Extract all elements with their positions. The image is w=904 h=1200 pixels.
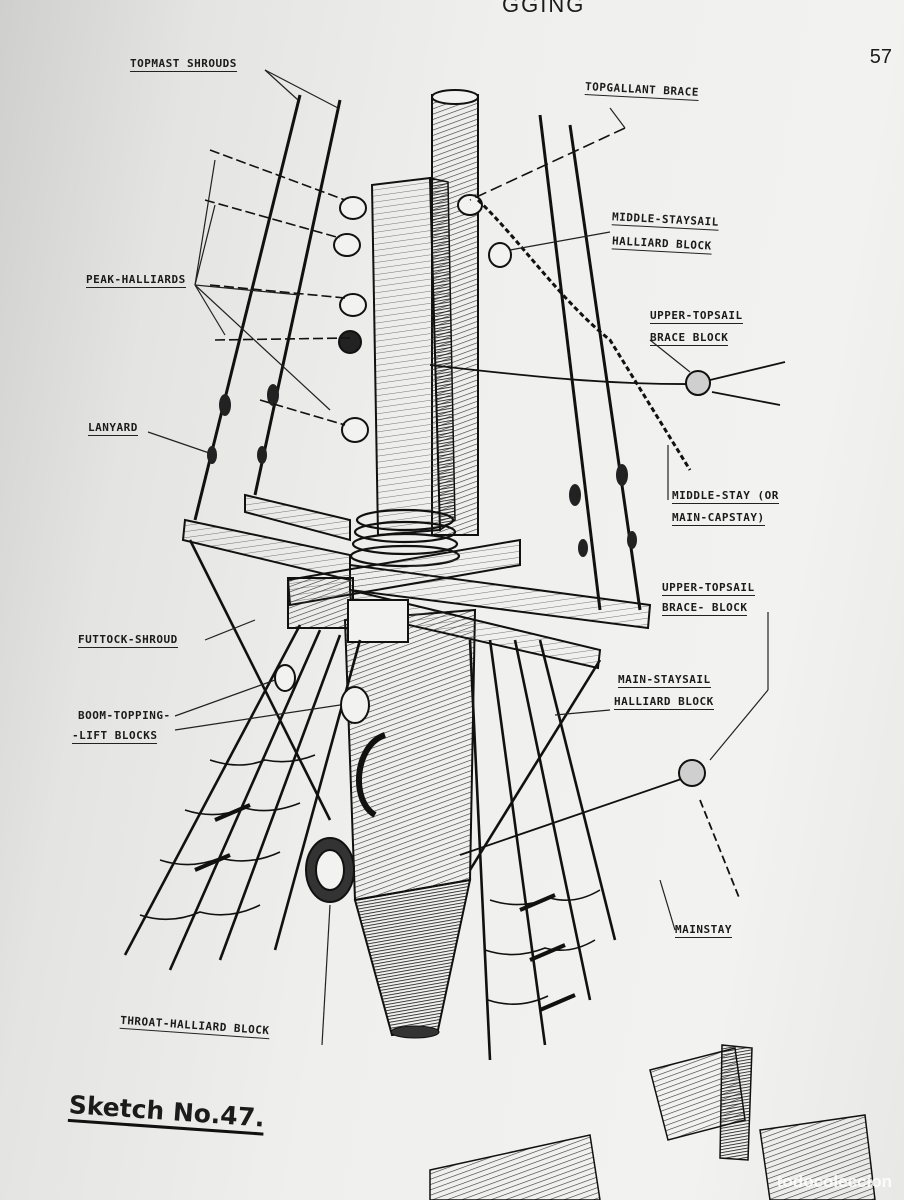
- peak-halliard-blocks: [333, 194, 512, 443]
- label-middle-stay-line2: MAIN-CAPSTAY): [672, 511, 765, 526]
- label-upper-topsail-brace-line1: UPPER-TOPSAIL: [650, 309, 743, 324]
- lower-mast: [343, 608, 477, 1039]
- topmast-shrouds: [193, 94, 642, 611]
- label-futtock-shroud: FUTTOCK-SHROUD: [78, 633, 178, 648]
- upper-topsail-brace-ropes: [429, 361, 786, 406]
- label-boom-topping-line2: -LIFT BLOCKS: [72, 729, 158, 744]
- label-topmast-shrouds: TOPMAST SHROUDS: [130, 57, 237, 72]
- boom-topping-lift-blocks: [274, 664, 370, 724]
- label-upper-topsail-brace-b-line1: UPPER-TOPSAIL: [662, 581, 755, 596]
- label-main-staysail-line2: HALLIARD BLOCK: [614, 695, 714, 710]
- upper-topsail-brace-block: [685, 370, 711, 396]
- rope-ladder: [194, 803, 576, 1012]
- page-number: 57: [869, 46, 892, 68]
- main-staysail-halliard-block: [678, 759, 706, 787]
- mast-hook: [356, 732, 387, 818]
- shroud-deadeyes: [207, 384, 637, 557]
- watermark: todocoleccion: [776, 1172, 892, 1191]
- label-middle-stay-line1: MIDDLE-STAY (OR: [672, 489, 779, 504]
- label-upper-topsail-brace-b-line2: BRACE- BLOCK: [662, 601, 748, 616]
- page-header-fragment: GGING: [502, 0, 586, 17]
- peak-halliard-ropes: [204, 149, 351, 426]
- label-upper-topsail-brace-line2: BRACE BLOCK: [650, 331, 729, 346]
- label-leader-lines: [147, 69, 769, 1046]
- label-peak-halliards: PEAK-HALLIARDS: [86, 273, 186, 288]
- label-main-staysail-line1: MAIN-STAYSAIL: [618, 673, 711, 688]
- label-boom-topping-line1: BOOM-TOPPING-: [78, 709, 171, 722]
- mast-head: [370, 176, 456, 537]
- topgallant-brace-rope: [469, 127, 626, 201]
- mainstay-rope: [459, 775, 741, 901]
- label-mainstay: MAINSTAY: [675, 923, 732, 938]
- crosstrees: [181, 493, 652, 670]
- label-lanyard: LANYARD: [88, 421, 138, 436]
- throat-halliard-block: [305, 837, 355, 903]
- adjacent-sketch-fragment: [429, 1044, 876, 1200]
